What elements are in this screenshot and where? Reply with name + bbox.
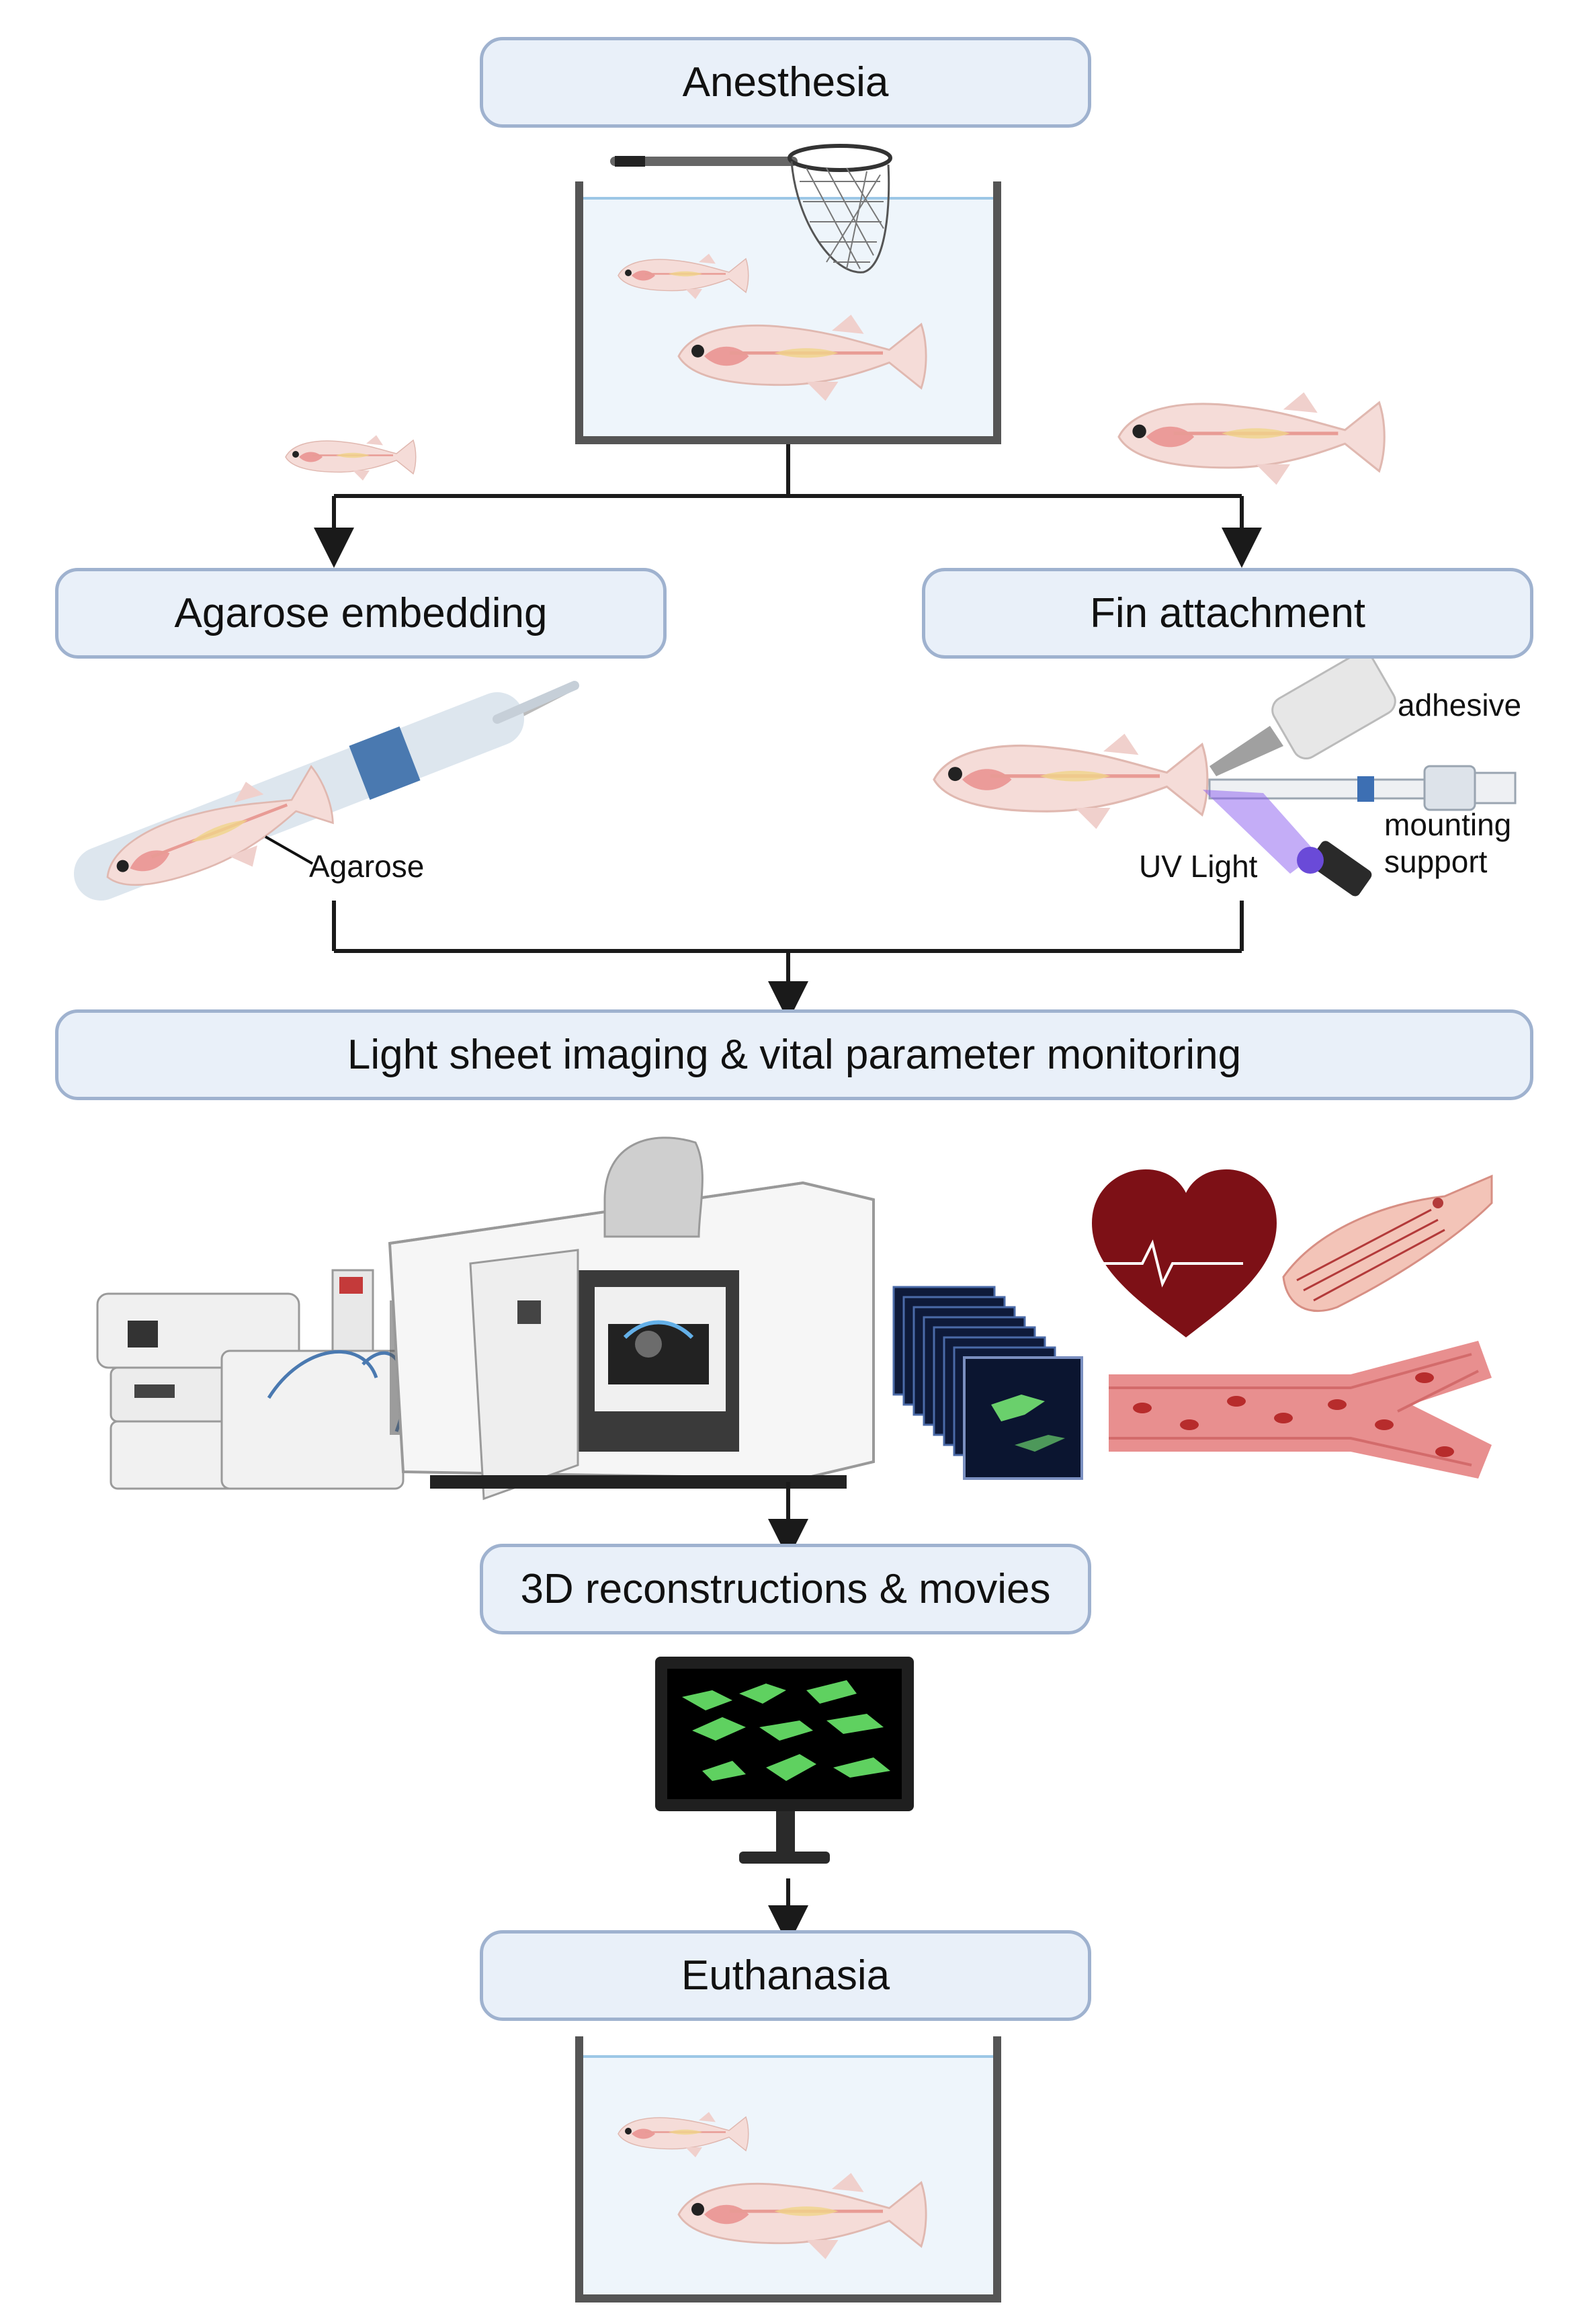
monitor-icon: [655, 1657, 914, 1864]
mounting-support-label-line1: mounting: [1384, 807, 1512, 842]
zebrafish-icon: [284, 434, 417, 482]
agarose-label: Agarose: [309, 849, 425, 884]
blood-vessel-icon: [1109, 1341, 1492, 1479]
step-agarose-embedding: Agarose embedding: [55, 568, 667, 659]
fishing-net-icon: [610, 144, 892, 274]
image-stack-icon: [892, 1286, 1083, 1480]
merge-connector: [332, 901, 1244, 1022]
zebrafish-icon: [934, 734, 1207, 829]
mounting-support-icon: [1208, 765, 1517, 811]
step-reconstructions-label: 3D reconstructions & movies: [520, 1566, 1051, 1612]
adhesive-bottle-icon: [1209, 652, 1396, 776]
step-anesthesia: Anesthesia: [480, 37, 1091, 128]
step-fin-attachment-label: Fin attachment: [1089, 590, 1366, 636]
step-anesthesia-label: Anesthesia: [682, 59, 889, 106]
mounting-support-label-line2: support: [1384, 844, 1488, 880]
anesthesia-tank: [575, 181, 1001, 444]
light-sheet-microscope-icon: [96, 1136, 875, 1501]
fin-circulation-icon: [1282, 1174, 1493, 1313]
split-connector: [314, 444, 1262, 568]
mounting-support-label: mounting support: [1384, 806, 1511, 880]
agarose-pointer: [265, 835, 313, 865]
step-agarose-embedding-label: Agarose embedding: [174, 590, 548, 636]
step-euthanasia-label: Euthanasia: [681, 1952, 890, 1999]
zebrafish-icon: [1119, 392, 1384, 485]
uv-light-label: UV Light: [1139, 849, 1258, 884]
step-fin-attachment: Fin attachment: [922, 568, 1533, 659]
step-imaging-label: Light sheet imaging & vital parameter mo…: [347, 1032, 1242, 1078]
step-imaging: Light sheet imaging & vital parameter mo…: [55, 1009, 1533, 1100]
euthanasia-tank: [575, 2036, 1001, 2302]
heart-ecg-icon: [1092, 1169, 1277, 1337]
step-euthanasia: Euthanasia: [480, 1930, 1091, 2021]
adhesive-label: adhesive: [1398, 688, 1522, 722]
uv-flashlight-icon: [1203, 790, 1372, 897]
step-reconstructions: 3D reconstructions & movies: [480, 1544, 1091, 1634]
